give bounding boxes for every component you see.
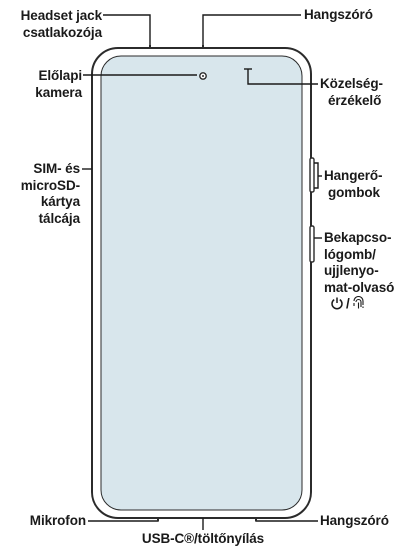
power-button bbox=[309, 225, 315, 263]
label-speaker-bottom: Hangszóró bbox=[320, 513, 389, 528]
label-speaker-top: Hangszóró bbox=[304, 7, 373, 22]
label-sim-tray: SIM- és microSD- kártya tálcája bbox=[20, 161, 80, 226]
label-proximity-sensor: Közelség- érzékelő bbox=[320, 76, 383, 108]
label-front-camera: Előlapi kamera bbox=[35, 68, 82, 100]
phone-screen bbox=[100, 55, 303, 511]
phone-body bbox=[91, 47, 312, 519]
label-volume-buttons: Hangerő- gombok bbox=[324, 168, 383, 200]
port-marks bbox=[149, 45, 257, 521]
volume-button-rocker bbox=[309, 157, 315, 193]
label-headset-jack: Headset jack csatlakozója bbox=[20, 8, 102, 40]
power-fingerprint-icons: / bbox=[324, 295, 394, 313]
power-icon bbox=[331, 297, 343, 310]
label-microphone: Mikrofon bbox=[29, 513, 86, 528]
label-usb-port: USB-C®/töltőnyílás bbox=[141, 531, 265, 546]
fingerprint-icon bbox=[353, 295, 364, 309]
label-power-button: Bekapcso- lógomb/ ujjlenyo- mat-olvasó / bbox=[324, 230, 395, 313]
